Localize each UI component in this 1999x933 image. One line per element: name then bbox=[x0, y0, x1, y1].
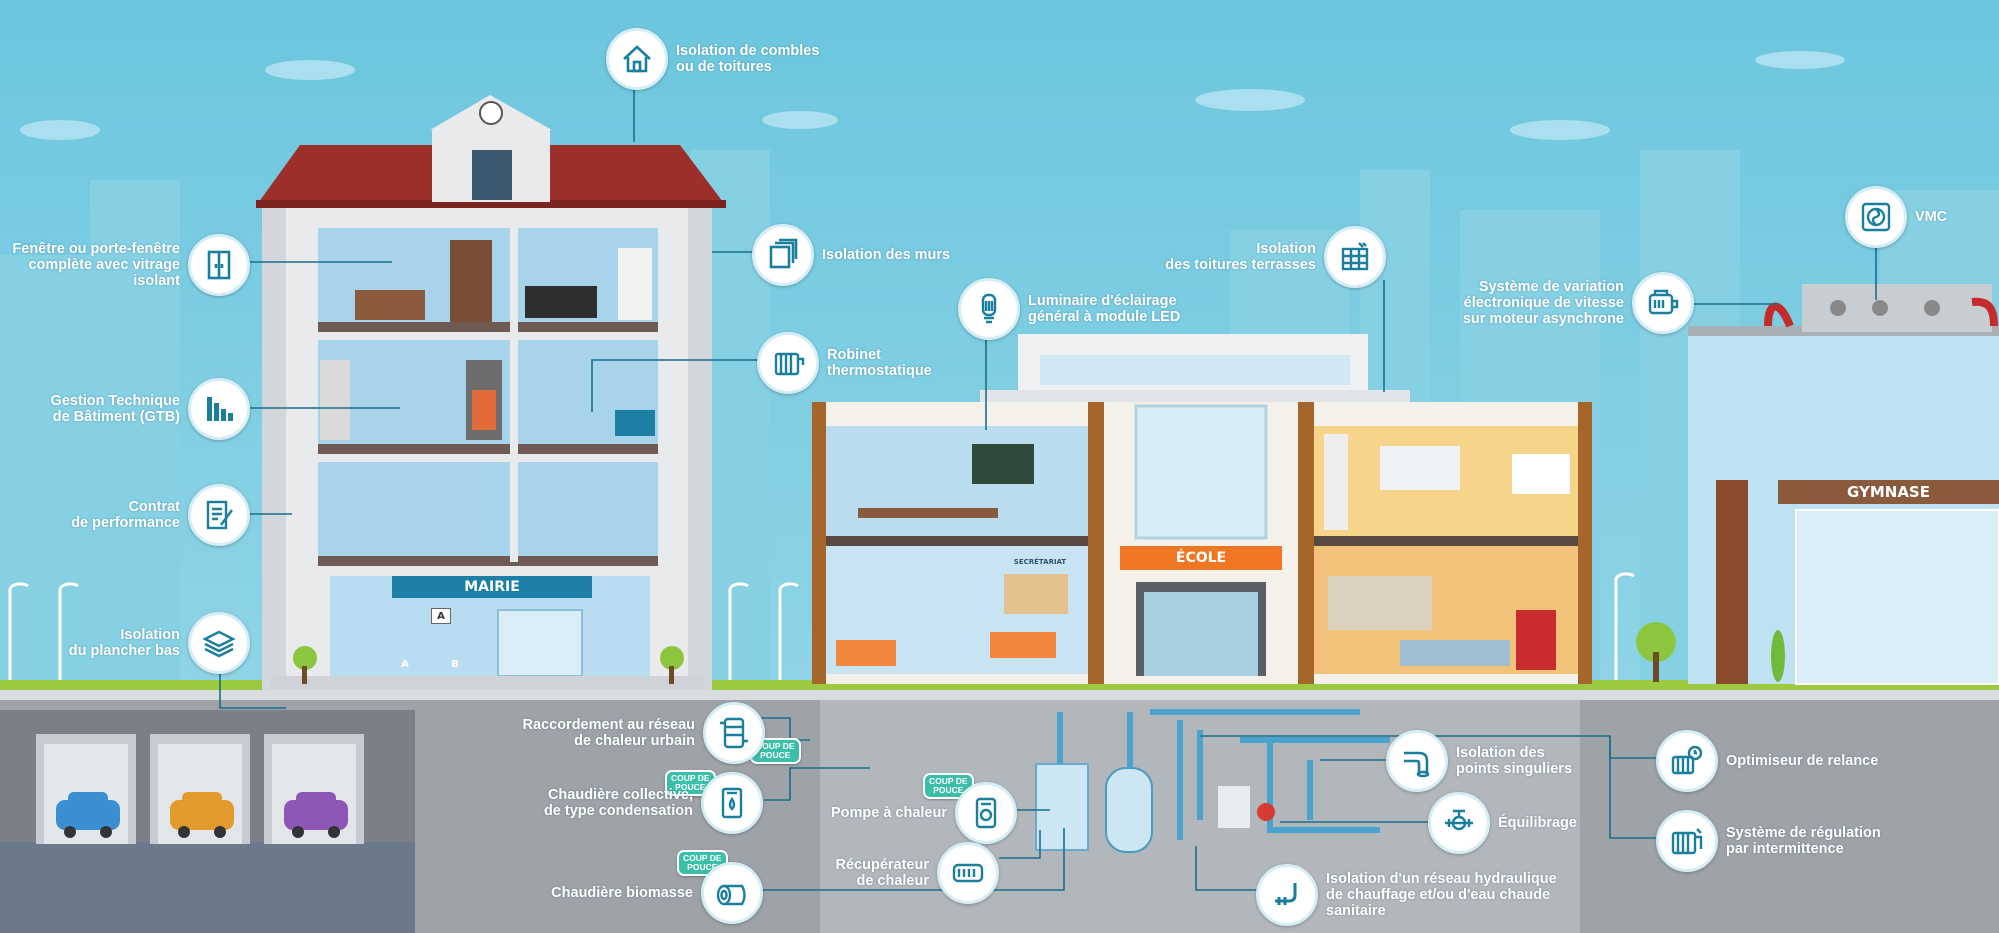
fan-icon bbox=[1845, 186, 1907, 248]
callout-label: Raccordement au réseau de chaleur urbain bbox=[522, 717, 695, 749]
radiator-valve-icon bbox=[757, 332, 819, 394]
callout-label: Isolation des toitures terrasses bbox=[1165, 241, 1316, 273]
heat-network-icon bbox=[703, 702, 765, 764]
callout-luminaire-led: Luminaire d'éclairage général à module L… bbox=[958, 278, 1180, 340]
boiler-room-equipment bbox=[1035, 709, 1390, 853]
callout-pompe-a-chaleur: Pompe à chaleur bbox=[831, 782, 1017, 844]
callout-label: Contrat de performance bbox=[71, 499, 180, 531]
callout-isolation-combles: Isolation de combles ou de toitures bbox=[606, 28, 819, 90]
parking-floor bbox=[0, 842, 415, 933]
callout-isolation-toitures-terrasses: Isolation des toitures terrasses bbox=[1165, 226, 1386, 288]
callout-label: Isolation des points singuliers bbox=[1456, 745, 1573, 777]
callout-vmc: VMC bbox=[1845, 186, 1947, 248]
heat-exchanger-icon bbox=[937, 842, 999, 904]
callout-label: Robinet thermostatique bbox=[827, 347, 932, 379]
callout-label: Luminaire d'éclairage général à module L… bbox=[1028, 293, 1181, 325]
callout-label: Récupérateur de chaleur bbox=[835, 857, 929, 889]
street-lamps bbox=[8, 572, 1635, 680]
callout-label: Équilibrage bbox=[1498, 815, 1577, 831]
bar-chart-icon bbox=[188, 378, 250, 440]
reception-desk-label-a: A bbox=[401, 658, 409, 670]
callout-label: Chaudière collective, de type condensati… bbox=[543, 787, 693, 819]
callout-label: Isolation d'un réseau hydraulique de cha… bbox=[1326, 871, 1557, 919]
reception-desk-label-b: B bbox=[451, 658, 459, 670]
callout-chaudiere-collective: Chaudière collective, de type condensati… bbox=[544, 772, 763, 834]
radiator-clock-icon bbox=[1656, 730, 1718, 792]
callout-regulation-intermittence: Système de régulation par intermittence bbox=[1656, 810, 1881, 872]
callout-label: Pompe à chaleur bbox=[830, 805, 947, 821]
wall-insulation-icon bbox=[752, 224, 814, 286]
coup-de-pouce-badge-pompe: COUP DE POUCE bbox=[923, 773, 974, 799]
callout-points-singuliers: Isolation des points singuliers bbox=[1386, 730, 1572, 792]
log-icon bbox=[701, 862, 763, 924]
window-icon bbox=[188, 234, 250, 296]
secretariat-sign: SECRÉTARIAT bbox=[1013, 558, 1067, 566]
led-bulb-icon bbox=[958, 278, 1020, 340]
callout-label: Gestion Technique de Bâtiment (GTB) bbox=[50, 393, 180, 425]
flat-roof-icon bbox=[1324, 226, 1386, 288]
mairie-furniture bbox=[320, 240, 655, 440]
callout-label: Optimiseur de relance bbox=[1726, 753, 1879, 769]
callout-gtb: Gestion Technique de Bâtiment (GTB) bbox=[51, 378, 250, 440]
callout-isolation-murs: Isolation des murs bbox=[752, 224, 950, 286]
callout-label: Fenêtre ou porte-fenêtre complète avec v… bbox=[12, 241, 180, 289]
callout-label: Isolation des murs bbox=[822, 247, 951, 263]
motor-icon bbox=[1632, 272, 1694, 334]
callout-optimiseur-relance: Optimiseur de relance bbox=[1656, 730, 1878, 792]
gymnase-sign: GYMNASE bbox=[1847, 483, 1930, 501]
house-roof-icon bbox=[606, 28, 668, 90]
cars bbox=[56, 792, 348, 838]
clouds bbox=[20, 51, 1845, 140]
ecole-sign: ÉCOLE bbox=[1175, 550, 1227, 566]
callout-variation-vitesse: Système de variation électronique de vit… bbox=[1463, 272, 1694, 334]
callout-fenetre: Fenêtre ou porte-fenêtre complète avec v… bbox=[12, 234, 250, 296]
callout-chaudiere-biomasse: Chaudière biomasse bbox=[551, 862, 763, 924]
callout-robinet-thermostatique: Robinet thermostatique bbox=[757, 332, 932, 394]
callout-contrat-performance: Contrat de performance bbox=[71, 484, 250, 546]
callout-isolation-reseau-hydraulique: Isolation d'un réseau hydraulique de cha… bbox=[1256, 864, 1557, 926]
callout-recuperateur-chaleur: Récupérateur de chaleur bbox=[836, 842, 999, 904]
boiler-icon bbox=[701, 772, 763, 834]
callout-isolation-plancher-bas: Isolation du plancher bas bbox=[69, 612, 250, 674]
trees bbox=[293, 622, 1785, 684]
mairie-sign: MAIRIE bbox=[464, 579, 520, 595]
radiator-regulation-icon bbox=[1656, 810, 1718, 872]
heat-pump-icon bbox=[955, 782, 1017, 844]
pipe-elbow-icon bbox=[1386, 730, 1448, 792]
callout-label: Isolation de combles ou de toitures bbox=[676, 43, 820, 75]
ecole-building bbox=[812, 334, 1592, 684]
contract-icon bbox=[188, 484, 250, 546]
callout-label: Chaudière biomasse bbox=[551, 885, 693, 901]
callout-equilibrage: Équilibrage bbox=[1428, 792, 1577, 854]
ecole-furniture bbox=[836, 434, 1570, 670]
callout-raccordement-reseau: Raccordement au réseau de chaleur urbain bbox=[523, 702, 765, 764]
valve-hand-icon bbox=[1428, 792, 1490, 854]
callout-label: VMC bbox=[1915, 209, 1948, 225]
callout-label: Système de régulation par intermittence bbox=[1726, 825, 1881, 857]
callout-label: Isolation du plancher bas bbox=[68, 627, 180, 659]
gymnase-building bbox=[1688, 284, 1999, 685]
callout-label: Système de variation électronique de vit… bbox=[1462, 279, 1624, 327]
insulated-pipe-icon bbox=[1256, 864, 1318, 926]
sidewalk bbox=[0, 690, 1999, 702]
reception-desk-label-a-top: A bbox=[431, 608, 451, 624]
floor-layers-icon bbox=[188, 612, 250, 674]
